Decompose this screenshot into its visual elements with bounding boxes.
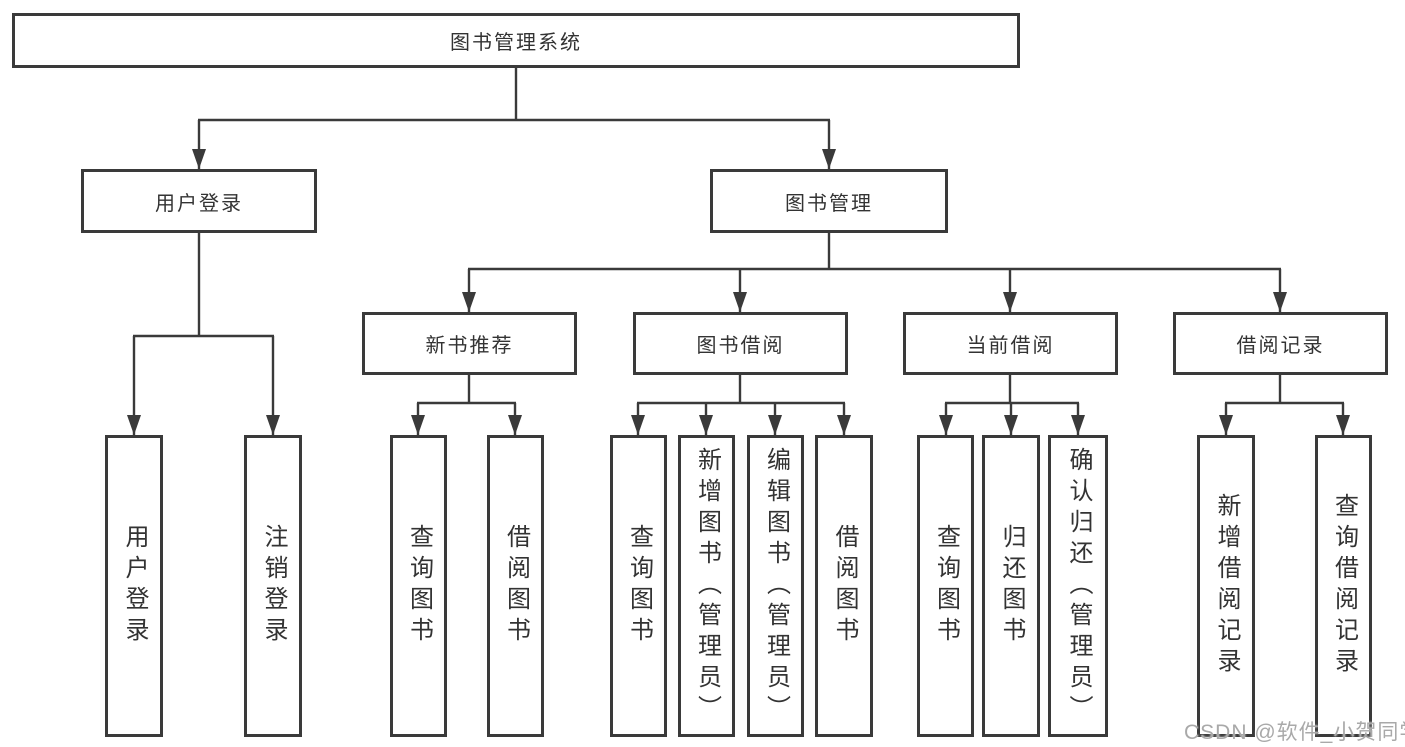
node-leaf-add-books-admin: 新增图书（管理员） xyxy=(678,435,735,737)
node-leaf-query-books-3: 查询图书 xyxy=(917,435,974,737)
node-leaf-edit-books-admin: 编辑图书（管理员） xyxy=(747,435,804,737)
node-leaf-query-books-2: 查询图书 xyxy=(610,435,667,737)
node-book-management: 图书管理 xyxy=(710,169,948,233)
node-root: 图书管理系统 xyxy=(12,13,1020,68)
node-leaf-add-borrow-record: 新增借阅记录 xyxy=(1197,435,1255,737)
node-new-book-recommend: 新书推荐 xyxy=(362,312,577,375)
node-leaf-logout: 注销登录 xyxy=(244,435,302,737)
node-leaf-return-books: 归还图书 xyxy=(982,435,1040,737)
node-leaf-user-login: 用户登录 xyxy=(105,435,163,737)
node-book-borrow: 图书借阅 xyxy=(633,312,848,375)
node-leaf-borrow-books: 借阅图书 xyxy=(487,435,544,737)
csdn-watermark: CSDN @软件_小贺同学 xyxy=(1184,721,1405,744)
node-borrow-record: 借阅记录 xyxy=(1173,312,1388,375)
node-current-borrow: 当前借阅 xyxy=(903,312,1118,375)
node-user-login: 用户登录 xyxy=(81,169,317,233)
node-leaf-query-borrow-record: 查询借阅记录 xyxy=(1315,435,1372,737)
node-leaf-confirm-return-admin: 确认归还（管理员） xyxy=(1048,435,1108,737)
node-leaf-query-books: 查询图书 xyxy=(390,435,447,737)
node-leaf-borrow-books-2: 借阅图书 xyxy=(815,435,873,737)
